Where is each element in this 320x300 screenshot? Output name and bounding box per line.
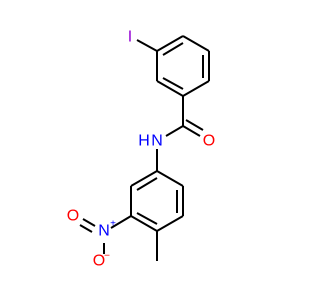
nitro-n-o-double-bond: [79, 218, 96, 233]
nitro-nitrogen-charge: +: [110, 219, 116, 230]
molecule-drawing: I O N H N + O O −: [67, 29, 215, 270]
nitro-oxygen-double-atom: O: [67, 208, 79, 225]
iodophenyl-ring: [156, 35, 210, 97]
amide-c-n-bond: [165, 125, 184, 137]
carbonyl-double-bond: [182, 119, 204, 137]
nitro-oxygen-charge: −: [104, 251, 110, 262]
amide-hydrogen-atom: H: [138, 133, 150, 150]
structure-diagram: I O N H N + O O −: [67, 29, 215, 270]
nitro-nitrogen-atom: N: [98, 223, 110, 240]
ring-nitro-bond: [110, 215, 132, 229]
nitrotolyl-ring: [130, 170, 184, 232]
iodine-atom: I: [128, 29, 132, 46]
c-i-bond: [136, 39, 158, 52]
carbonyl-oxygen-atom: O: [203, 133, 215, 150]
nitro-oxygen-single-atom: O: [93, 253, 105, 270]
amide-nitrogen-atom: N: [151, 133, 163, 150]
